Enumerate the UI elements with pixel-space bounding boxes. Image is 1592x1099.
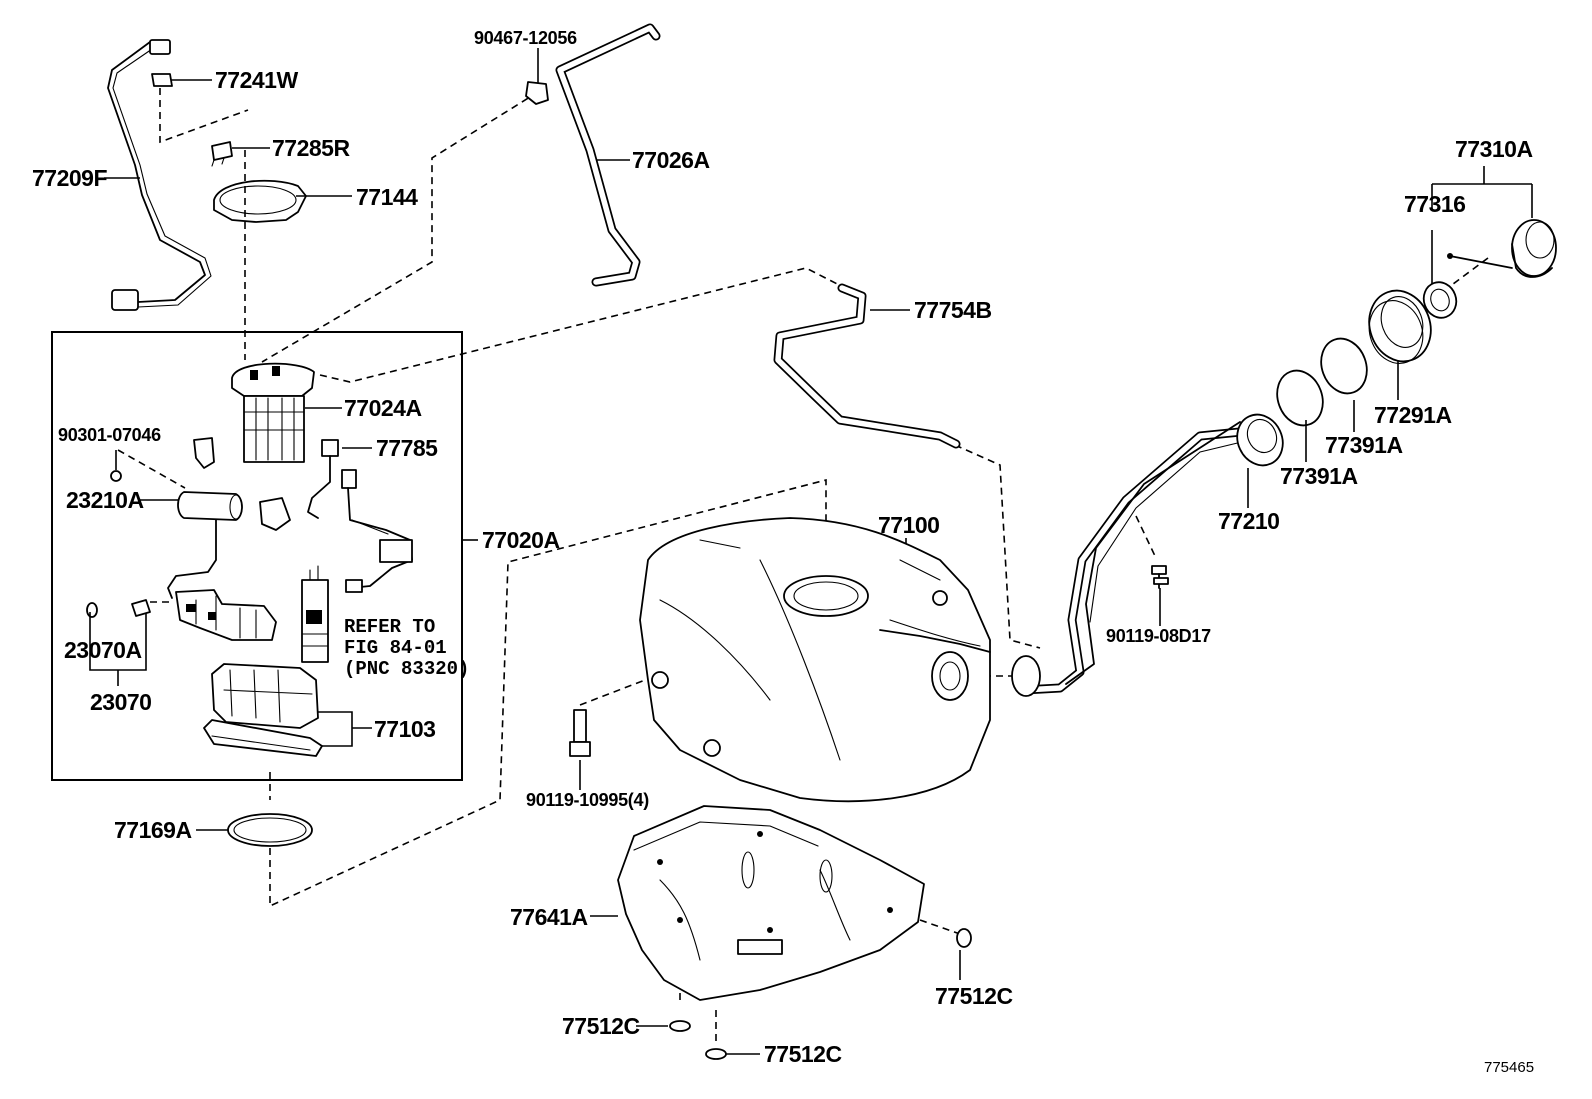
sender-gauge-77785 bbox=[307, 439, 413, 593]
tube-77026A bbox=[555, 23, 661, 287]
protector-77641A bbox=[617, 805, 925, 1001]
label-90467-12056[interactable]: 90467-12056 bbox=[474, 28, 577, 48]
illustration-id: 775465 bbox=[1484, 1059, 1534, 1076]
filter-23070 bbox=[131, 599, 151, 617]
bolt-90119-10995 bbox=[569, 709, 591, 757]
label-77241W[interactable]: 77241W bbox=[215, 67, 299, 93]
fuel-pump-23210A bbox=[167, 491, 243, 599]
refer-to-note: REFER TO FIG 84-01 (PNC 83320) bbox=[344, 616, 469, 680]
wire-harness-77209F bbox=[107, 39, 212, 311]
o-ring-77391A-a bbox=[1320, 337, 1368, 395]
o-ring-77391A-b bbox=[1276, 369, 1324, 427]
filler-pipe-77210 bbox=[1011, 413, 1284, 697]
label-77310A[interactable]: 77310A bbox=[1455, 136, 1533, 162]
label-77512C-left[interactable]: 77512C bbox=[562, 1013, 640, 1039]
label-77512C-right[interactable]: 77512C bbox=[935, 983, 1013, 1009]
label-77024A[interactable]: 77024A bbox=[344, 395, 422, 421]
bracket-clip bbox=[193, 437, 215, 469]
clip-77512C-left bbox=[669, 1020, 691, 1032]
label-77144[interactable]: 77144 bbox=[356, 184, 419, 210]
note-line-2: FIG 84-01 bbox=[344, 637, 447, 659]
fuel-tank-77100 bbox=[639, 517, 991, 803]
sub-tank-77103 bbox=[203, 663, 323, 757]
label-77026A[interactable]: 77026A bbox=[632, 147, 710, 173]
gasket-77169A bbox=[227, 813, 313, 847]
label-77100[interactable]: 77100 bbox=[878, 512, 940, 538]
label-77291A[interactable]: 77291A bbox=[1374, 402, 1452, 428]
leader-lines bbox=[89, 48, 1533, 1055]
tube-77754B bbox=[773, 283, 961, 449]
label-23070A[interactable]: 23070A bbox=[64, 637, 142, 663]
clip-77512C-right bbox=[956, 928, 972, 948]
label-77391A-upper[interactable]: 77391A bbox=[1325, 432, 1403, 458]
cap-strap-77316 bbox=[1447, 253, 1513, 269]
clip-77512C-bottom bbox=[705, 1048, 727, 1060]
part-labels: 77241W 77285R 77209F 77144 90467-12056 7… bbox=[32, 28, 1533, 1067]
label-90119-08D17[interactable]: 90119-08D17 bbox=[1106, 626, 1211, 646]
sender-float bbox=[301, 565, 329, 663]
fuel-cap-77310A bbox=[1511, 219, 1557, 278]
label-90301-07046[interactable]: 90301-07046 bbox=[58, 425, 161, 445]
bolt-90119-08D17 bbox=[1151, 565, 1169, 589]
label-77210[interactable]: 77210 bbox=[1218, 508, 1280, 534]
pump-bracket-77024A bbox=[231, 362, 315, 463]
label-77285R[interactable]: 77285R bbox=[272, 135, 351, 161]
label-23210A[interactable]: 23210A bbox=[66, 487, 144, 513]
label-77641A[interactable]: 77641A bbox=[510, 904, 588, 930]
note-line-1: REFER TO bbox=[344, 616, 435, 638]
label-77209F[interactable]: 77209F bbox=[32, 165, 108, 191]
clamp-90467-12056 bbox=[525, 81, 549, 105]
pump-housing bbox=[175, 589, 277, 641]
reference-dashed-lines bbox=[117, 88, 1489, 1045]
label-77103[interactable]: 77103 bbox=[374, 716, 436, 742]
o-ring-90301-07046 bbox=[110, 470, 122, 482]
label-77391A-lower[interactable]: 77391A bbox=[1280, 463, 1358, 489]
note-line-3: (PNC 83320) bbox=[344, 658, 469, 680]
label-77020A[interactable]: 77020A bbox=[482, 527, 560, 553]
filler-neck-77291A bbox=[1368, 289, 1432, 364]
pump-clip bbox=[259, 497, 291, 531]
fuel-pump-assembly-frame bbox=[51, 331, 463, 781]
retainer-ring-77144 bbox=[213, 179, 307, 223]
label-77316[interactable]: 77316 bbox=[1404, 191, 1466, 217]
label-77169A[interactable]: 77169A bbox=[114, 817, 192, 843]
label-77785[interactable]: 77785 bbox=[376, 435, 439, 461]
o-ring-23070A bbox=[86, 602, 98, 618]
label-23070[interactable]: 23070 bbox=[90, 689, 152, 715]
label-77512C-bottom[interactable]: 77512C bbox=[764, 1041, 842, 1067]
label-77754B[interactable]: 77754B bbox=[914, 297, 992, 323]
ring-77316 bbox=[1422, 281, 1458, 319]
clip-77285R bbox=[211, 141, 233, 167]
label-90119-10995[interactable]: 90119-10995(4) bbox=[526, 790, 650, 810]
clip-77241W bbox=[151, 73, 173, 87]
